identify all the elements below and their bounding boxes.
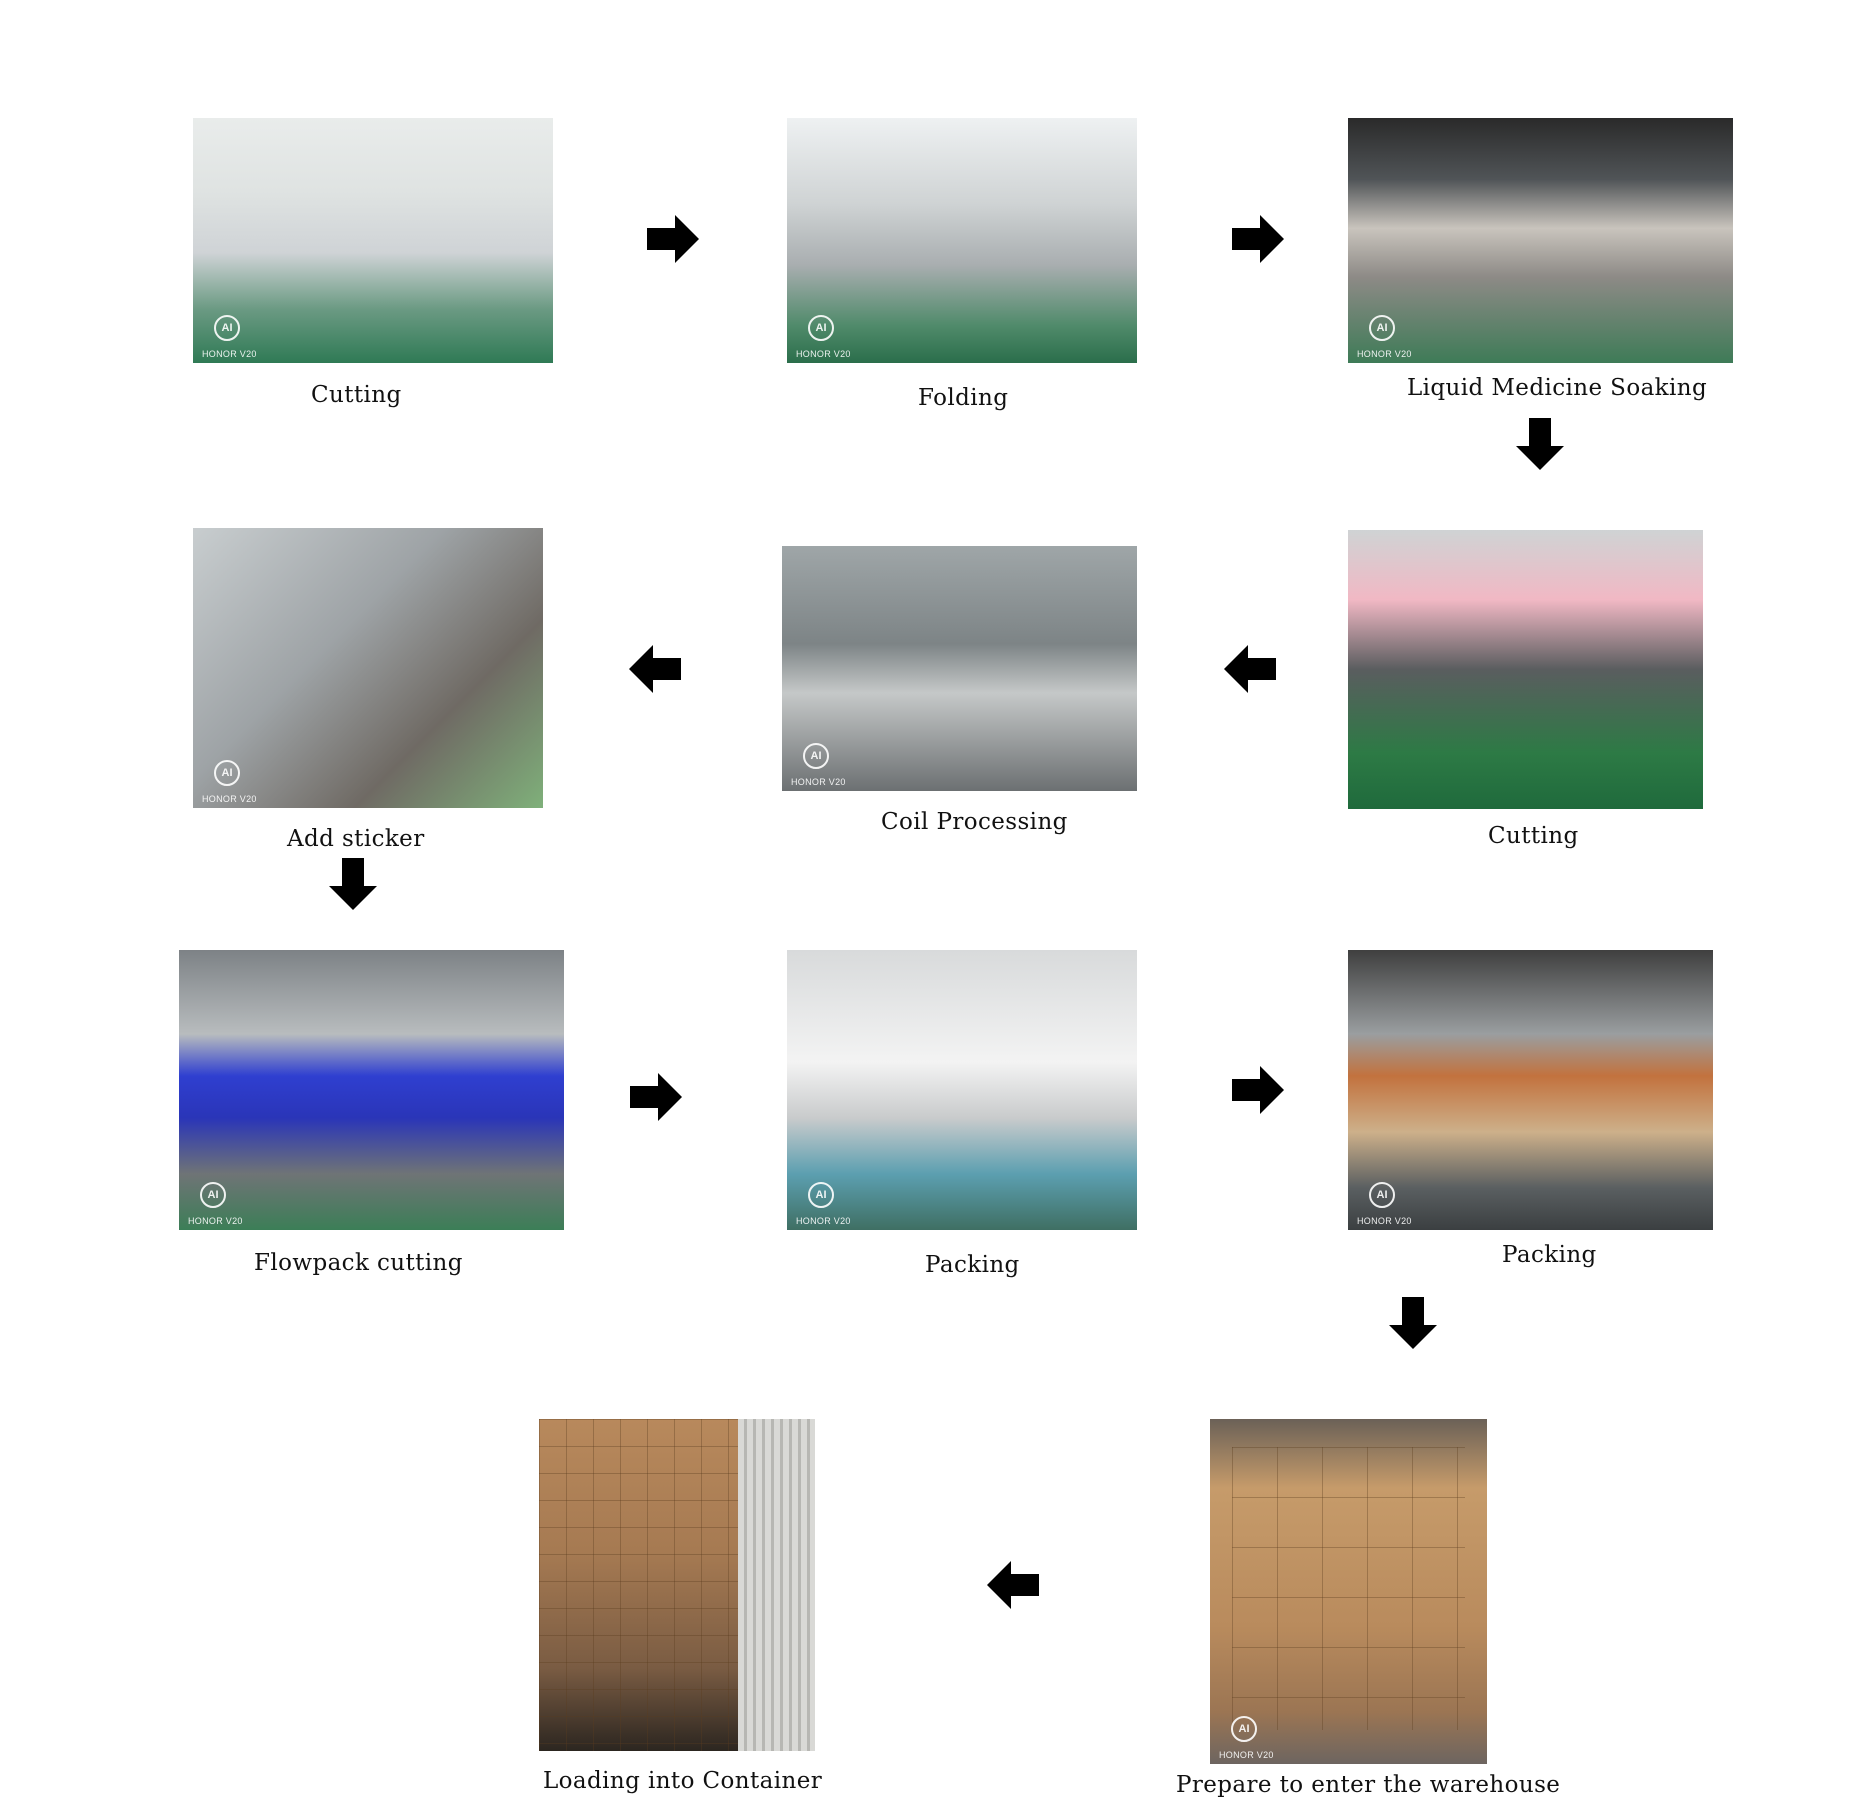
step-caption: Add sticker [287,826,425,852]
step-caption: Cutting [1488,823,1579,849]
arrow-down-icon [1385,1295,1441,1351]
carton-stack [1232,1446,1465,1730]
arrow-right-icon [645,211,701,267]
step-caption: Loading into Container [543,1768,823,1794]
arrow-right-icon [628,1069,684,1125]
step-caption: Coil Processing [881,809,1068,835]
loading-container-photo [539,1419,815,1751]
arrow-down-icon [325,856,381,912]
step-caption: Folding [918,385,1009,411]
container-wall [737,1419,815,1751]
arrow-right-icon [1230,211,1286,267]
cutting-2-photo [1348,530,1703,809]
carton-stack [539,1419,738,1751]
step-caption: Cutting [311,382,402,408]
step-caption: Prepare to enter the warehouse [1176,1772,1561,1798]
step-caption: Packing [1502,1242,1597,1268]
arrow-right-icon [1230,1062,1286,1118]
step-caption: Flowpack cutting [254,1250,463,1276]
arrow-left-icon [627,641,683,697]
step-caption: Packing [925,1252,1020,1278]
step-caption: Liquid Medicine Soaking [1407,375,1708,401]
arrow-left-icon [1222,641,1278,697]
arrow-down-icon [1512,416,1568,472]
arrow-left-icon [985,1557,1041,1613]
